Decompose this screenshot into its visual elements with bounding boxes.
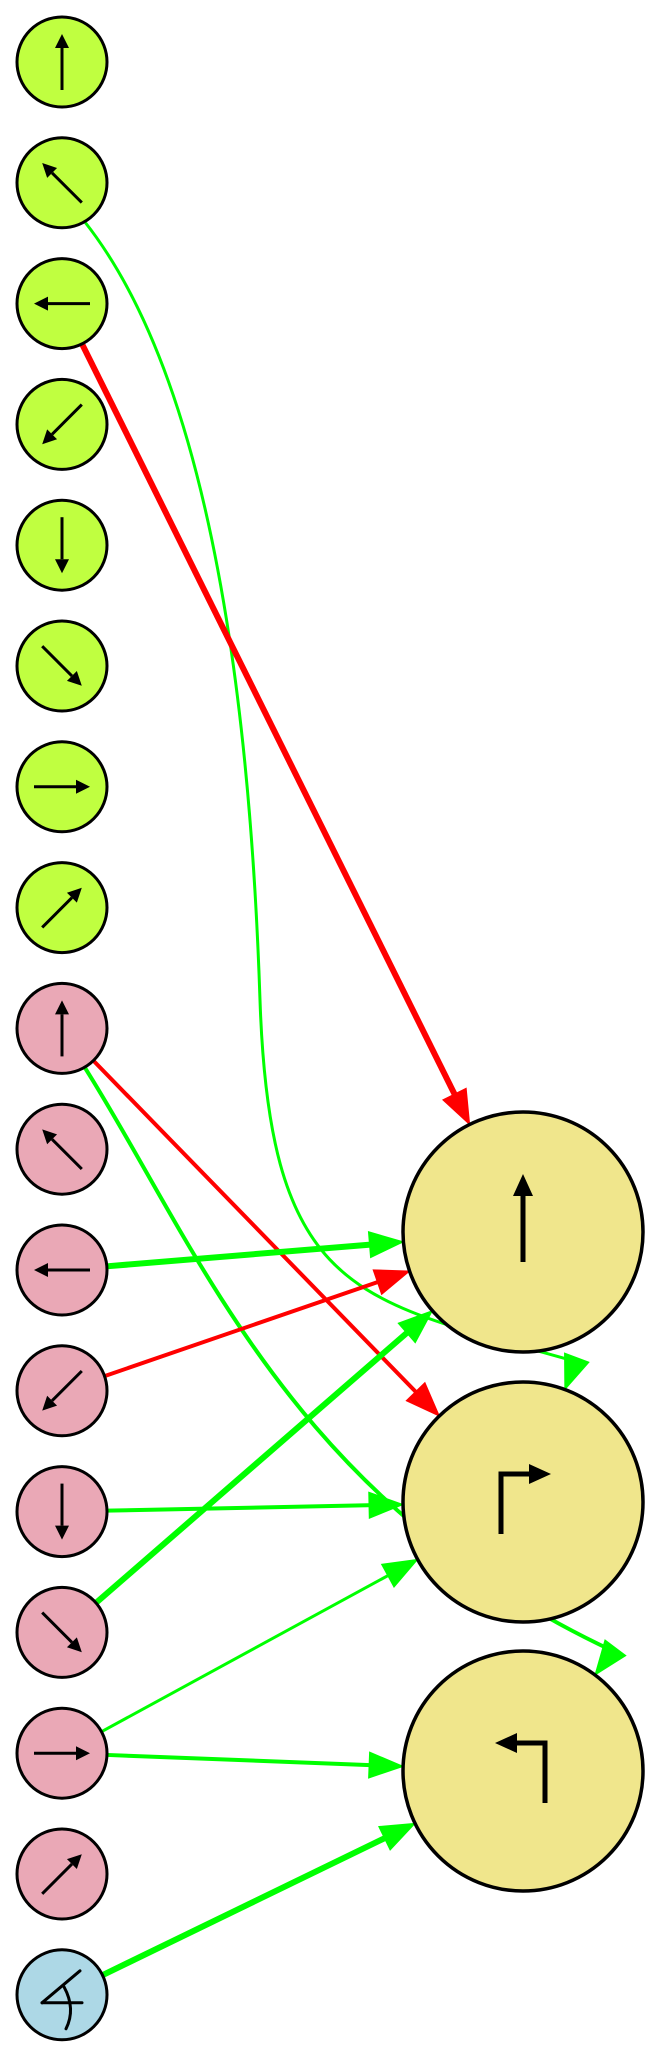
input-node-g-upleft xyxy=(15,136,109,230)
input-node-g-downright xyxy=(15,619,109,713)
arrow-up-left-icon xyxy=(42,163,83,204)
arrow-left-icon xyxy=(34,1263,90,1277)
input-node-p-up xyxy=(15,981,109,1075)
input-node-g-up xyxy=(15,15,109,109)
arrow-up-icon xyxy=(55,34,69,90)
edge-p-downleft-to-out-straight xyxy=(103,1269,411,1379)
arrowhead xyxy=(368,1491,405,1519)
arrowhead xyxy=(441,1087,471,1126)
edge-p-up-to-out-right-turn xyxy=(91,1059,441,1418)
arrow-down-left-icon xyxy=(42,403,83,445)
input-node-g-downleft xyxy=(15,377,109,471)
output-nodes xyxy=(401,1110,645,1893)
straight-arrow-icon xyxy=(513,1174,533,1262)
input-node-g-upright xyxy=(15,861,109,955)
arrow-down-right-icon xyxy=(41,645,82,686)
input-nodes xyxy=(15,15,109,2042)
input-node-p-right xyxy=(15,1706,109,1800)
right-turn-arrow-icon xyxy=(498,1464,551,1534)
edge-p-right-to-out-right-turn xyxy=(100,1558,419,1733)
edge-p-down-to-out-right-turn xyxy=(106,1491,405,1519)
arrow-up-left-icon xyxy=(42,1129,83,1171)
input-node-p-upright xyxy=(15,1827,109,1921)
edge-b-pedestrian-to-out-left-turn xyxy=(101,1822,417,1978)
input-node-g-down xyxy=(15,498,109,592)
edge-p-left-to-out-straight xyxy=(106,1231,405,1270)
input-node-p-down xyxy=(15,1465,109,1559)
input-node-p-left xyxy=(15,1223,109,1317)
arrowhead xyxy=(594,1639,627,1677)
arrow-up-icon xyxy=(55,1000,69,1057)
arrowhead xyxy=(367,1231,405,1259)
arrow-right-icon xyxy=(34,1746,90,1761)
arrow-up-right-icon xyxy=(41,887,82,929)
input-node-g-right xyxy=(15,740,109,834)
input-node-p-downleft xyxy=(15,1344,109,1438)
edge-p-right-to-out-left-turn xyxy=(106,1751,405,1779)
arrowhead xyxy=(397,1309,434,1344)
arrowhead xyxy=(380,1558,419,1588)
arrow-down-icon xyxy=(55,517,69,574)
output-node-out-right-turn xyxy=(401,1380,645,1624)
arrowhead xyxy=(368,1751,405,1779)
input-node-b-pedestrian xyxy=(15,1948,109,2042)
arrow-right-icon xyxy=(34,779,90,794)
edge-g-upleft-to-out-right-turn xyxy=(83,220,590,1391)
input-node-p-upleft xyxy=(15,1102,109,1196)
angle-icon xyxy=(40,1969,84,2031)
input-node-g-left xyxy=(15,257,109,351)
arrow-down-left-icon xyxy=(42,1369,83,1411)
arrow-down-right-icon xyxy=(41,1611,82,1653)
arrow-down-icon xyxy=(55,1483,69,1540)
arrow-up-right-icon xyxy=(41,1854,82,1895)
arrowhead xyxy=(378,1822,417,1851)
arrowhead xyxy=(564,1352,590,1391)
output-node-out-left-turn xyxy=(401,1649,645,1893)
arrowhead xyxy=(372,1269,411,1296)
output-node-out-straight xyxy=(401,1110,645,1354)
edge-p-downright-to-out-straight xyxy=(94,1309,434,1606)
left-turn-arrow-icon xyxy=(495,1733,548,1803)
input-node-p-downright xyxy=(15,1585,109,1679)
edge-g-left-to-out-straight xyxy=(79,342,471,1126)
arrow-left-icon xyxy=(34,296,90,311)
arrowhead xyxy=(405,1381,441,1418)
